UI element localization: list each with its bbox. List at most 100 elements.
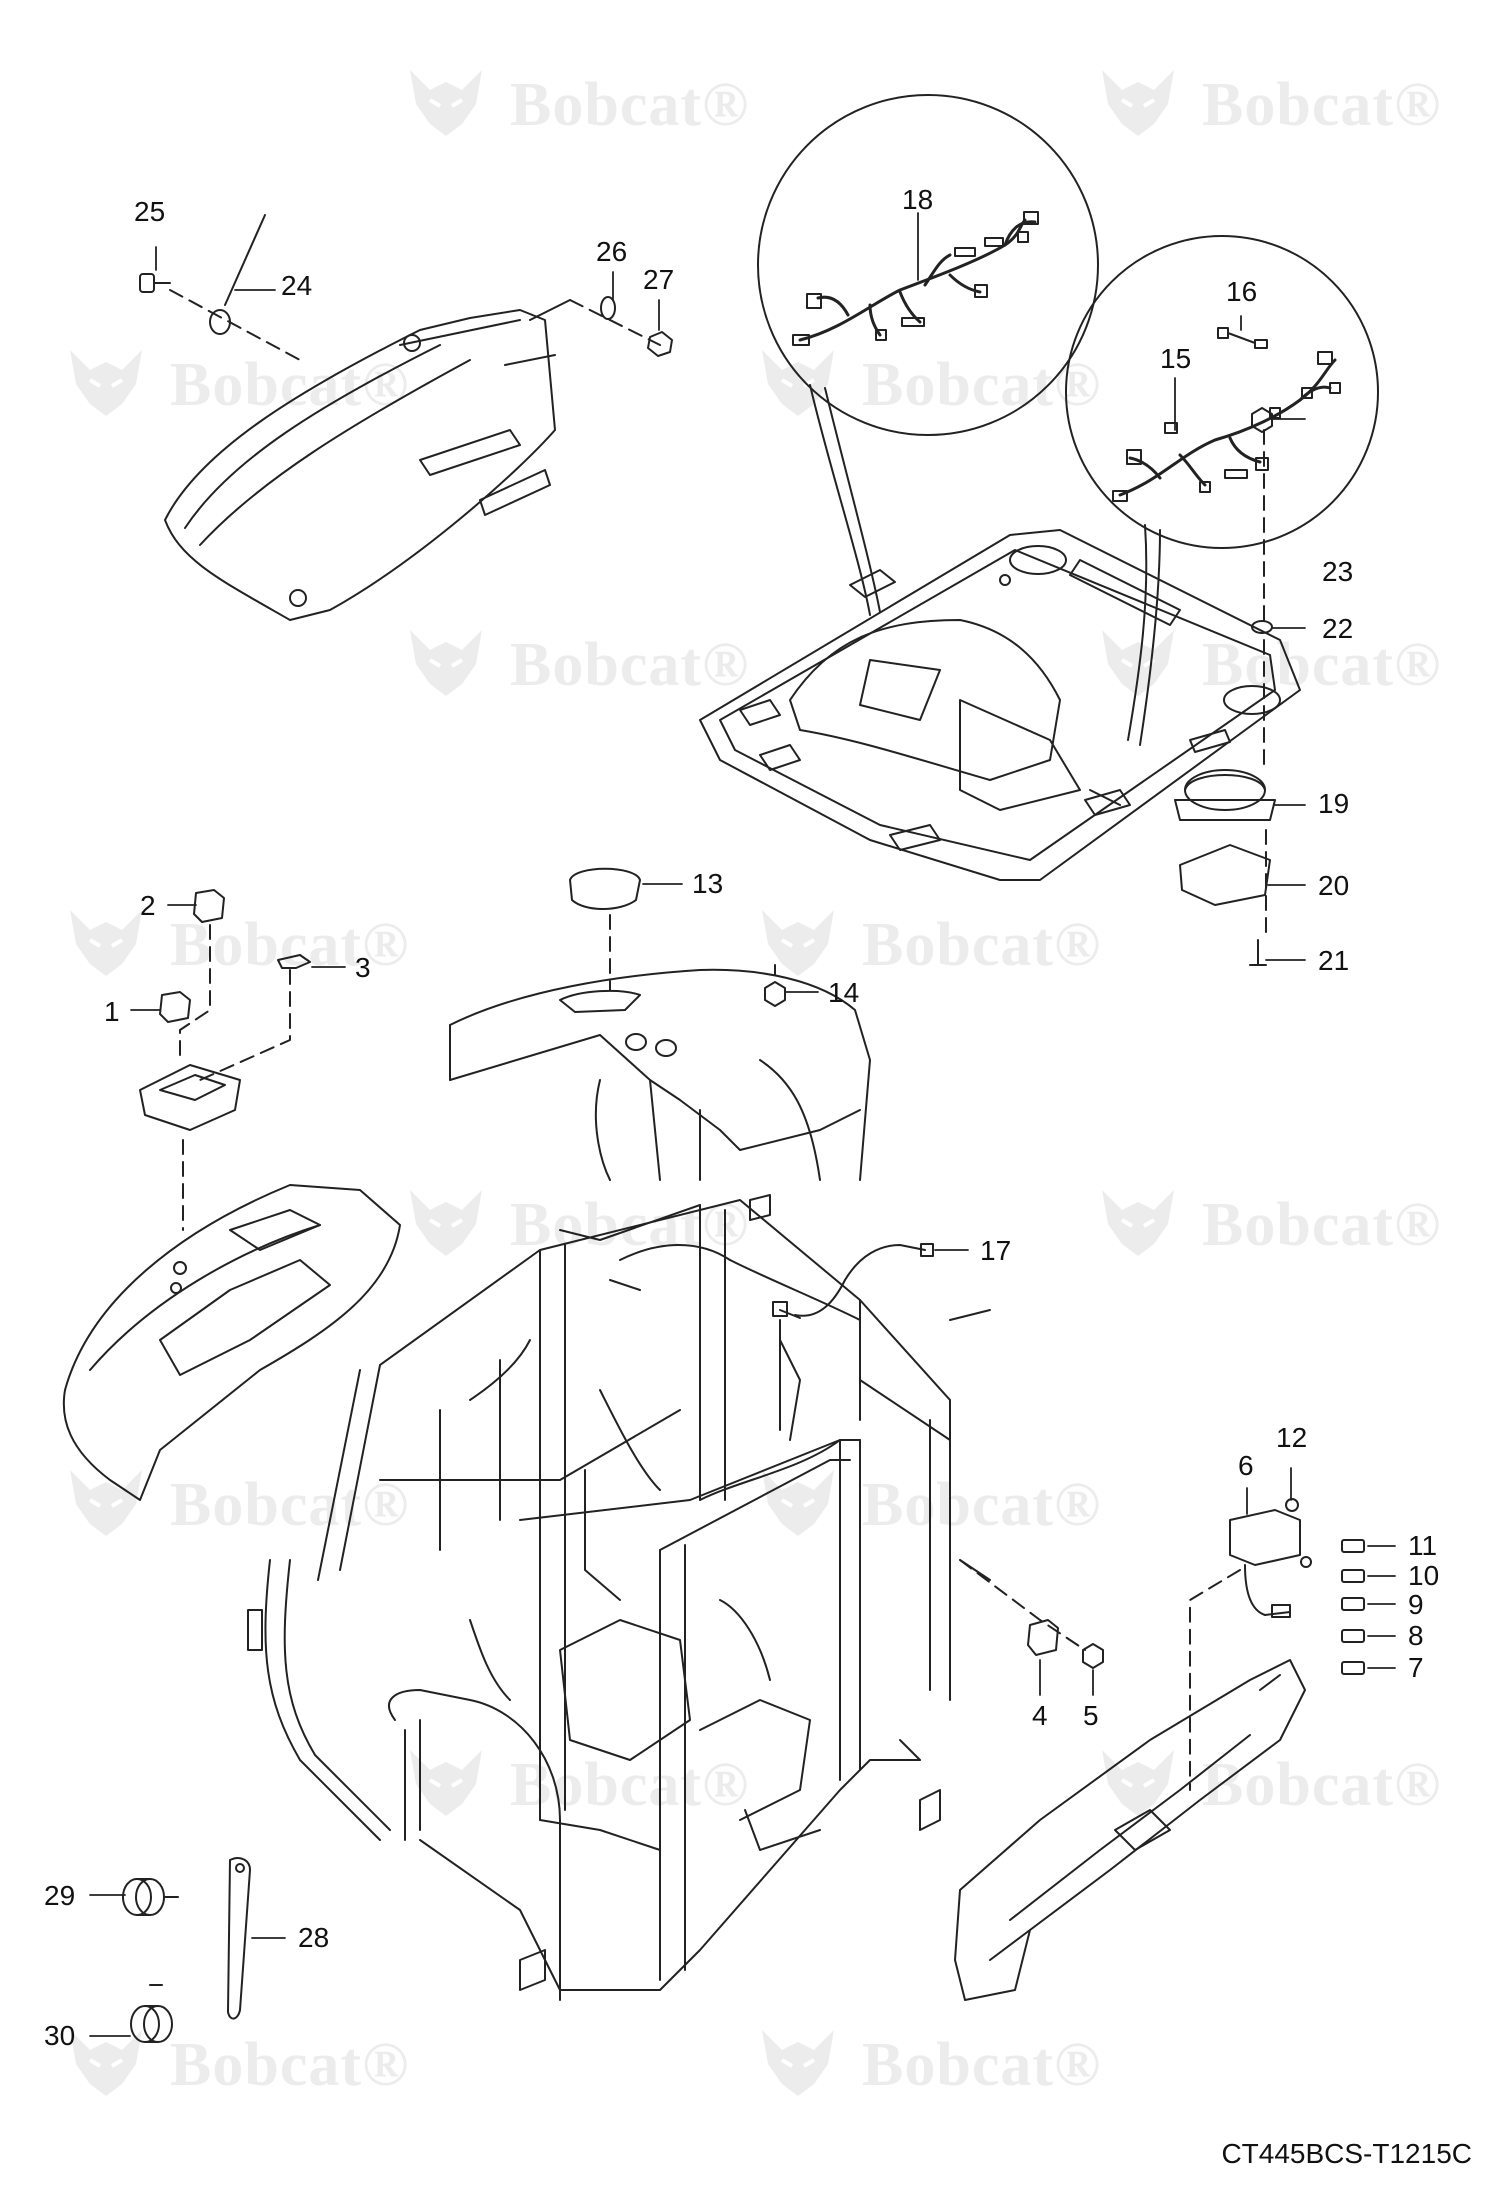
roof-harness-17 — [772, 1243, 934, 1319]
relay-4 — [1027, 1619, 1059, 1656]
callout-11: 11 — [1408, 1530, 1438, 1561]
callout-13: 13 — [692, 868, 724, 899]
bobcat-wordmark-watermark: Bobcat® — [862, 351, 1102, 419]
blank-plug-3 — [277, 954, 311, 969]
screw-25 — [139, 273, 171, 293]
callout-10: 10 — [1408, 1560, 1440, 1591]
bobcat-logo-watermark — [762, 2030, 834, 2096]
callout-30: 30 — [44, 2020, 76, 2051]
nut-27 — [647, 331, 673, 357]
harness-detail-circle-15-16 — [1065, 235, 1379, 746]
fuse-9 — [1341, 1597, 1365, 1611]
roof-shell — [449, 968, 871, 1181]
dome-light-13 — [569, 867, 641, 910]
bobcat-logo-watermark — [410, 1190, 482, 1256]
bobcat-wordmark-watermark: Bobcat® — [510, 71, 750, 139]
harness-18-connectors — [792, 211, 1039, 346]
switch-bezel — [139, 1064, 241, 1131]
callout-21: 21 — [1318, 945, 1350, 976]
nut-23 — [1251, 407, 1273, 433]
bobcat-wordmark-watermark: Bobcat® — [170, 1471, 410, 1539]
callout-8: 8 — [1408, 1620, 1424, 1651]
bobcat-wordmark-watermark: Bobcat® — [862, 1471, 1102, 1539]
jumper-16 — [1217, 327, 1268, 349]
callout-22: 22 — [1322, 613, 1354, 644]
bobcat-logo-watermark — [70, 2030, 142, 2096]
right-console-panel — [954, 1659, 1306, 2001]
bobcat-logo-watermark — [70, 910, 142, 976]
callout-9: 9 — [1408, 1589, 1424, 1620]
callout-29: 29 — [44, 1880, 76, 1911]
side-console-panel — [62, 1184, 401, 1501]
callout-7: 7 — [1408, 1652, 1424, 1683]
bobcat-wordmark-watermark: Bobcat® — [170, 2031, 410, 2099]
headliner-panel — [699, 529, 1301, 881]
speaker-grille-20 — [1179, 844, 1271, 906]
bobcat-logo-watermark — [70, 350, 142, 416]
clamp-29 — [122, 1878, 179, 1916]
drawing-code: CT445BCS-T1215C — [1221, 2138, 1472, 2169]
strap-28 — [227, 1857, 251, 2020]
nut-5 — [1082, 1643, 1104, 1669]
leader-lines — [89, 212, 1396, 2037]
bobcat-wordmark-watermark: Bobcat® — [510, 631, 750, 699]
harness-15-connectors — [1112, 351, 1341, 502]
fuse-10 — [1341, 1569, 1365, 1583]
bobcat-wordmark-watermark: Bobcat® — [862, 911, 1102, 979]
bobcat-logo-watermark — [1102, 70, 1174, 136]
roof-panel-rear — [164, 309, 556, 621]
callout-25: 25 — [134, 196, 166, 227]
callout-26: 26 — [596, 236, 628, 267]
bobcat-logo-watermark — [410, 1750, 482, 1816]
callout-28: 28 — [298, 1922, 330, 1953]
callout-5: 5 — [1083, 1700, 1099, 1731]
module-6 — [1229, 1509, 1301, 1618]
bobcat-logo-watermark — [1102, 1750, 1174, 1816]
bobcat-wordmark-watermark: Bobcat® — [510, 1751, 750, 1819]
fuse-7 — [1341, 1661, 1365, 1675]
switch-2 — [193, 889, 225, 923]
callout-19: 19 — [1318, 788, 1350, 819]
speaker-19 — [1174, 769, 1276, 821]
callout-17: 17 — [980, 1235, 1012, 1266]
bobcat-wordmark-watermark: Bobcat® — [1202, 71, 1442, 139]
washer-22 — [1251, 620, 1273, 634]
bobcat-wordmark-watermark: Bobcat® — [1202, 1751, 1442, 1819]
screw-12 — [1285, 1498, 1299, 1512]
callout-27: 27 — [643, 264, 675, 295]
callout-24: 24 — [281, 270, 313, 301]
bobcat-wordmark-watermark: Bobcat® — [170, 351, 410, 419]
washer-26 — [600, 296, 616, 320]
nut-14 — [764, 981, 786, 1007]
callout-2: 2 — [140, 890, 156, 921]
wire-harness-18 — [798, 218, 1037, 342]
callout-23: 23 — [1322, 556, 1354, 587]
bobcat-logo-watermark — [1102, 1190, 1174, 1256]
fuse-11 — [1341, 1539, 1365, 1553]
callout-20: 20 — [1318, 870, 1350, 901]
callout-4: 4 — [1032, 1700, 1048, 1731]
screw-21 — [1249, 939, 1267, 966]
bobcat-logo-watermark — [410, 630, 482, 696]
bobcat-logo-watermark — [410, 70, 482, 136]
bobcat-logo-watermark — [762, 350, 834, 416]
fuse-8 — [1341, 1629, 1365, 1643]
callout-16: 16 — [1226, 276, 1258, 307]
bobcat-logo-watermark — [762, 1470, 834, 1536]
harness-detail-circle-18 — [757, 94, 1099, 616]
bobcat-wordmark-watermark: Bobcat® — [1202, 1191, 1442, 1259]
bobcat-logo-watermark — [70, 1470, 142, 1536]
callout-6: 6 — [1238, 1450, 1254, 1481]
callout-15: 15 — [1160, 343, 1192, 374]
bobcat-wordmark-watermark: Bobcat® — [862, 2031, 1102, 2099]
cab-frame — [247, 1194, 991, 2001]
callout-3: 3 — [355, 952, 371, 983]
callout-18: 18 — [902, 184, 934, 215]
bobcat-logo-watermark — [762, 910, 834, 976]
callout-14: 14 — [828, 977, 860, 1008]
switch-1 — [159, 991, 191, 1023]
callout-12: 12 — [1276, 1422, 1308, 1453]
callout-1: 1 — [104, 996, 120, 1027]
